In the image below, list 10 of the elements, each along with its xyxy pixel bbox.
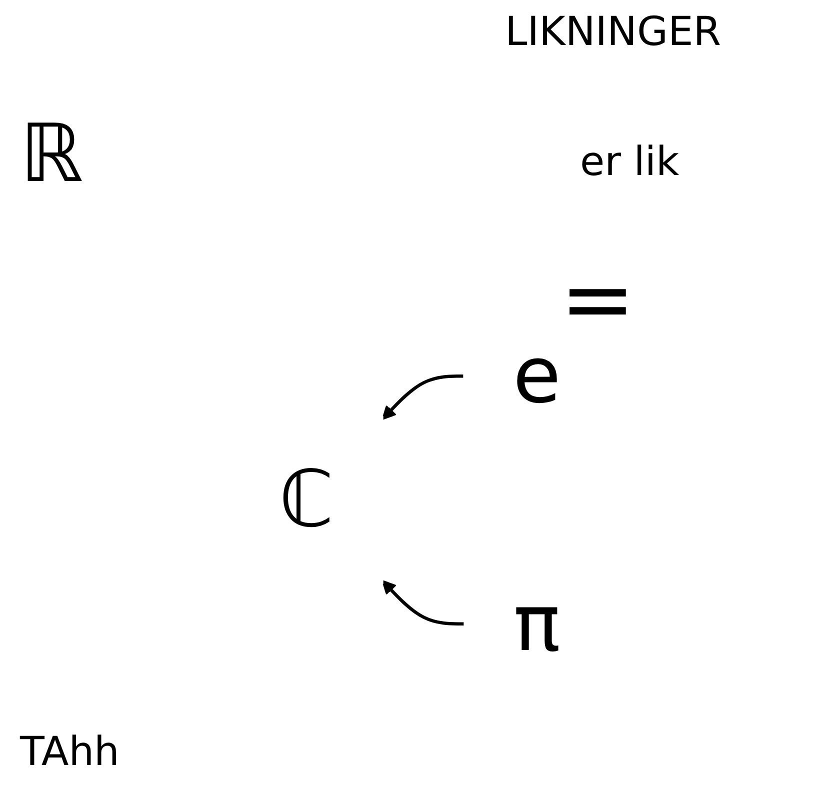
note: TAhh bbox=[20, 730, 120, 774]
real-numbers-symbol: ℝ bbox=[20, 110, 84, 198]
equals-sign: = bbox=[560, 250, 636, 349]
note: er lik bbox=[580, 140, 680, 184]
node-text: e bbox=[512, 330, 561, 422]
node-text: π bbox=[513, 578, 560, 670]
arrow bbox=[382, 374, 464, 420]
node-text: ℂ bbox=[279, 454, 334, 546]
title: LIKNINGER bbox=[505, 10, 722, 54]
arrow bbox=[382, 580, 464, 626]
